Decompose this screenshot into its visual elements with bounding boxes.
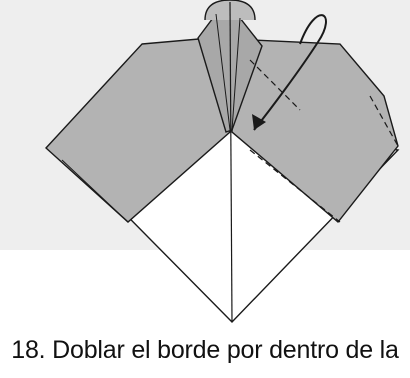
kite-crease-right [231,17,241,131]
origami-fold-diagram [45,0,400,324]
kite-crease-left [215,13,231,131]
center-crease [229,1,233,323]
fold-arrow-icon [253,14,327,131]
valley-fold-line [249,59,301,111]
step-caption: 18. Doblar el borde por dentro de la [11,336,399,364]
fold-arrow-head [252,114,266,130]
left-flap-edge [61,159,129,223]
right-colored-flap [231,20,399,224]
